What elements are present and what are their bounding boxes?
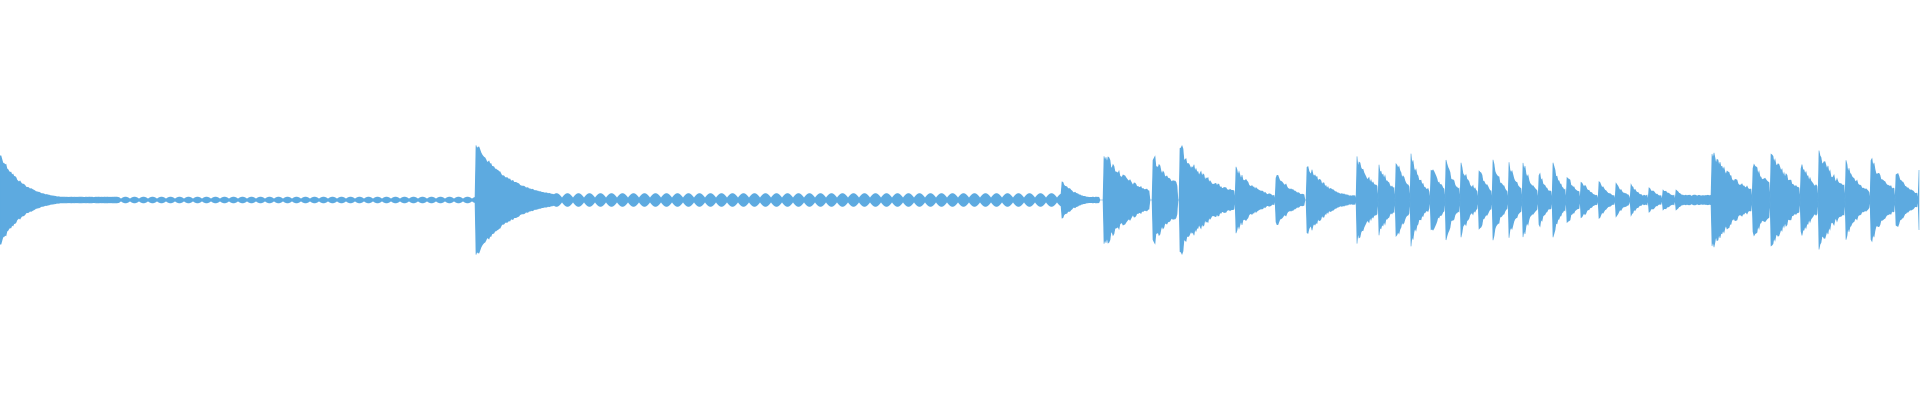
waveform-envelope [0, 145, 1920, 255]
